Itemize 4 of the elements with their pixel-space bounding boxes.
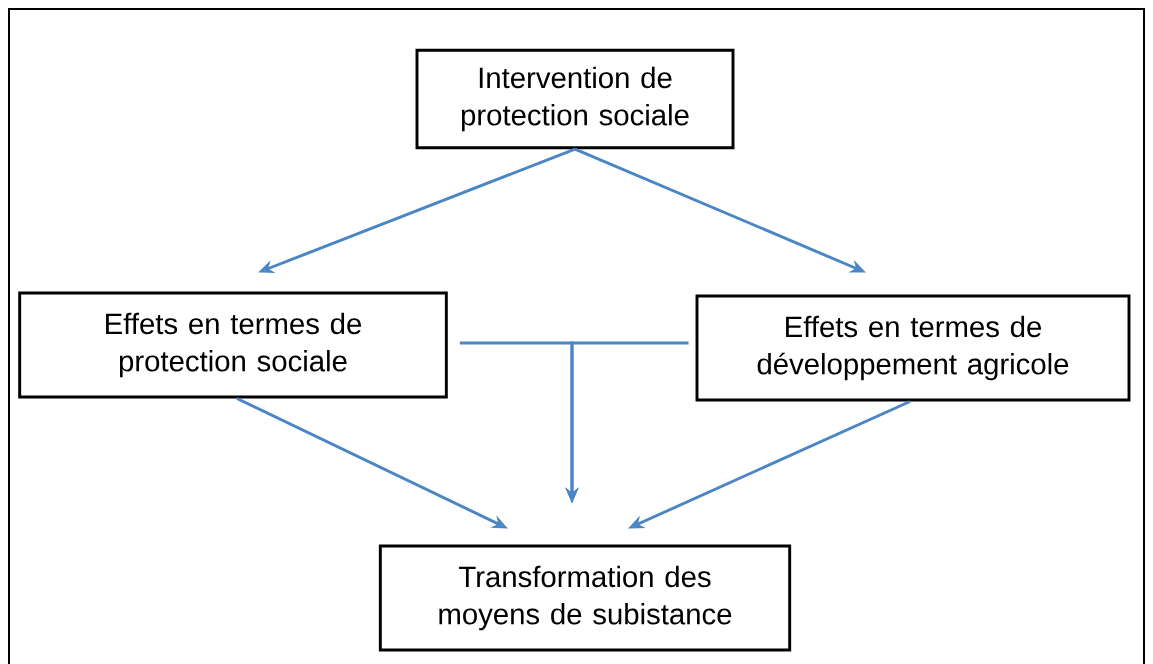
process-box: Transformation des moyens de subistance — [378, 544, 792, 652]
process-box: Effets en termes de protection sociale — [18, 291, 448, 399]
process-box: Effets en termes de développement agricole — [695, 294, 1131, 402]
process-box: Intervention de protection sociale — [415, 48, 735, 150]
